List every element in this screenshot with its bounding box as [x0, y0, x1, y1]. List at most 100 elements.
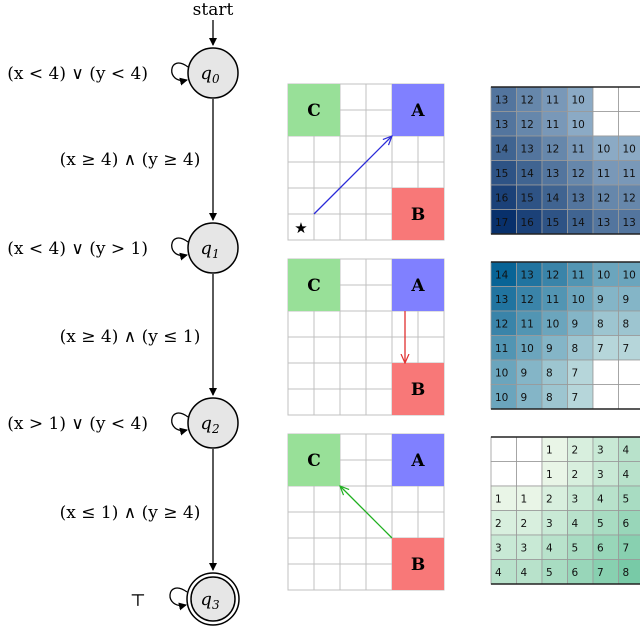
map-cell-value: 8 [623, 318, 630, 330]
map-cell-value: 14 [546, 192, 560, 204]
region-label-a: A [410, 451, 425, 471]
map-cell-value: 3 [597, 444, 604, 456]
region-label-c: C [307, 276, 321, 296]
map-cell-value: 1 [546, 444, 553, 456]
map-cell [491, 437, 517, 462]
map-cell [593, 87, 619, 112]
map-cell-value: 13 [597, 217, 610, 229]
map-cell-value: 1 [495, 493, 502, 505]
transition-label-q2-q3: (x ≤ 1) ∧ (y ≥ 4) [60, 503, 201, 523]
map-cell-value: 8 [572, 343, 579, 355]
region-label-a: A [410, 101, 425, 121]
transition-label-q0-q1: (x ≥ 4) ∧ (y ≥ 4) [60, 150, 201, 170]
map-cell-value: 13 [623, 217, 636, 229]
map-cell [491, 462, 517, 487]
map-cell [593, 112, 619, 137]
map-cell [593, 385, 619, 410]
map-cell-value: 13 [546, 168, 559, 180]
map-cell-value: 13 [521, 269, 534, 281]
map-cell-value: 15 [546, 217, 559, 229]
map-cell-value: 16 [521, 217, 535, 229]
self-loop-label-q2: (x > 1) ∨ (y < 4) [7, 414, 148, 434]
map-cell-value: 10 [623, 269, 636, 281]
map-cell-value: 12 [546, 143, 559, 155]
map-cell-value: 11 [546, 119, 559, 131]
map-cell-value: 10 [572, 294, 585, 306]
map-cell-value: 15 [521, 192, 534, 204]
map-cell-value: 12 [521, 119, 534, 131]
map-cell-value: 3 [546, 518, 553, 530]
map-cell-value: 11 [521, 318, 534, 330]
self-loop-q3 [170, 588, 187, 605]
map-cell-value: 2 [546, 493, 553, 505]
map-cell-value: 1 [521, 493, 528, 505]
map-cell-value: 10 [597, 269, 610, 281]
map-cell-value: 13 [521, 143, 534, 155]
map-cell-value: 3 [572, 493, 579, 505]
self-loop-label-q1: (x < 4) ∨ (y > 1) [7, 239, 148, 259]
map-cell-value: 10 [521, 343, 534, 355]
map-cell-value: 8 [623, 567, 630, 579]
map-cell-value: 13 [572, 192, 585, 204]
map-cell-value: 5 [546, 567, 553, 579]
region-label-c: C [307, 451, 321, 471]
map-cell-value: 4 [495, 567, 502, 579]
map-cell-value: 8 [546, 367, 553, 379]
map-cell [619, 87, 640, 112]
map-cell-value: 7 [597, 567, 604, 579]
map-cell-value: 11 [495, 343, 508, 355]
map-cell-value: 4 [546, 542, 553, 554]
state-q2: q2 [188, 398, 238, 448]
map-cell-value: 12 [623, 192, 636, 204]
map-cell-value: 6 [623, 518, 630, 530]
region-label-b: B [411, 555, 425, 575]
map-cell-value: 16 [495, 192, 509, 204]
map-cell-value: 11 [623, 168, 636, 180]
map-cell-value: 7 [623, 542, 630, 554]
self-loop-label-q0: (x < 4) ∨ (y < 4) [7, 64, 148, 84]
start-label: start [193, 0, 234, 20]
map-cell-value: 10 [572, 94, 585, 106]
state-q0: q0 [188, 48, 238, 98]
region-label-b: B [411, 205, 425, 225]
map-cell-value: 14 [495, 143, 509, 155]
start-marker: ★ [294, 219, 307, 237]
map-cell [619, 385, 640, 410]
map-cell-value: 13 [495, 294, 508, 306]
map-cell-value: 9 [546, 343, 553, 355]
self-loop-q0 [172, 63, 188, 80]
map-cell-value: 14 [572, 217, 586, 229]
map-cell-value: 12 [572, 168, 585, 180]
map-cell-value: 2 [521, 518, 528, 530]
self-loop-q2 [172, 413, 188, 430]
map-cell-value: 11 [546, 94, 559, 106]
transition-label-q1-q2: (x ≥ 4) ∧ (y ≤ 1) [60, 327, 201, 347]
map-cell-value: 8 [597, 318, 604, 330]
map-cell-value: 12 [546, 269, 559, 281]
region-label-c: C [307, 101, 321, 121]
map-cell-value: 7 [597, 343, 604, 355]
map-cell-value: 12 [495, 318, 508, 330]
map-cell-value: 1 [546, 469, 553, 481]
map-cell-value: 9 [623, 294, 630, 306]
grid-panel-3: C A B [288, 434, 444, 590]
map-cell-value: 9 [521, 392, 528, 404]
map-cell-value: 15 [495, 168, 508, 180]
map-cell-value: 10 [495, 392, 508, 404]
map-cell-value: 17 [495, 217, 508, 229]
map-cell-value: 11 [572, 143, 585, 155]
state-q1: q1 [188, 223, 238, 273]
map-cell-value: 4 [521, 567, 528, 579]
automaton: start (x ≥ 4) ∧ (y ≥ 4) (x ≥ 4) ∧ (y ≤ 1… [7, 0, 239, 625]
state-q3-accepting: q3 [187, 573, 239, 625]
map-cell-value: 7 [572, 367, 579, 379]
map-cell-value: 10 [623, 143, 636, 155]
region-label-a: A [410, 276, 425, 296]
map-cell-value: 6 [572, 567, 579, 579]
